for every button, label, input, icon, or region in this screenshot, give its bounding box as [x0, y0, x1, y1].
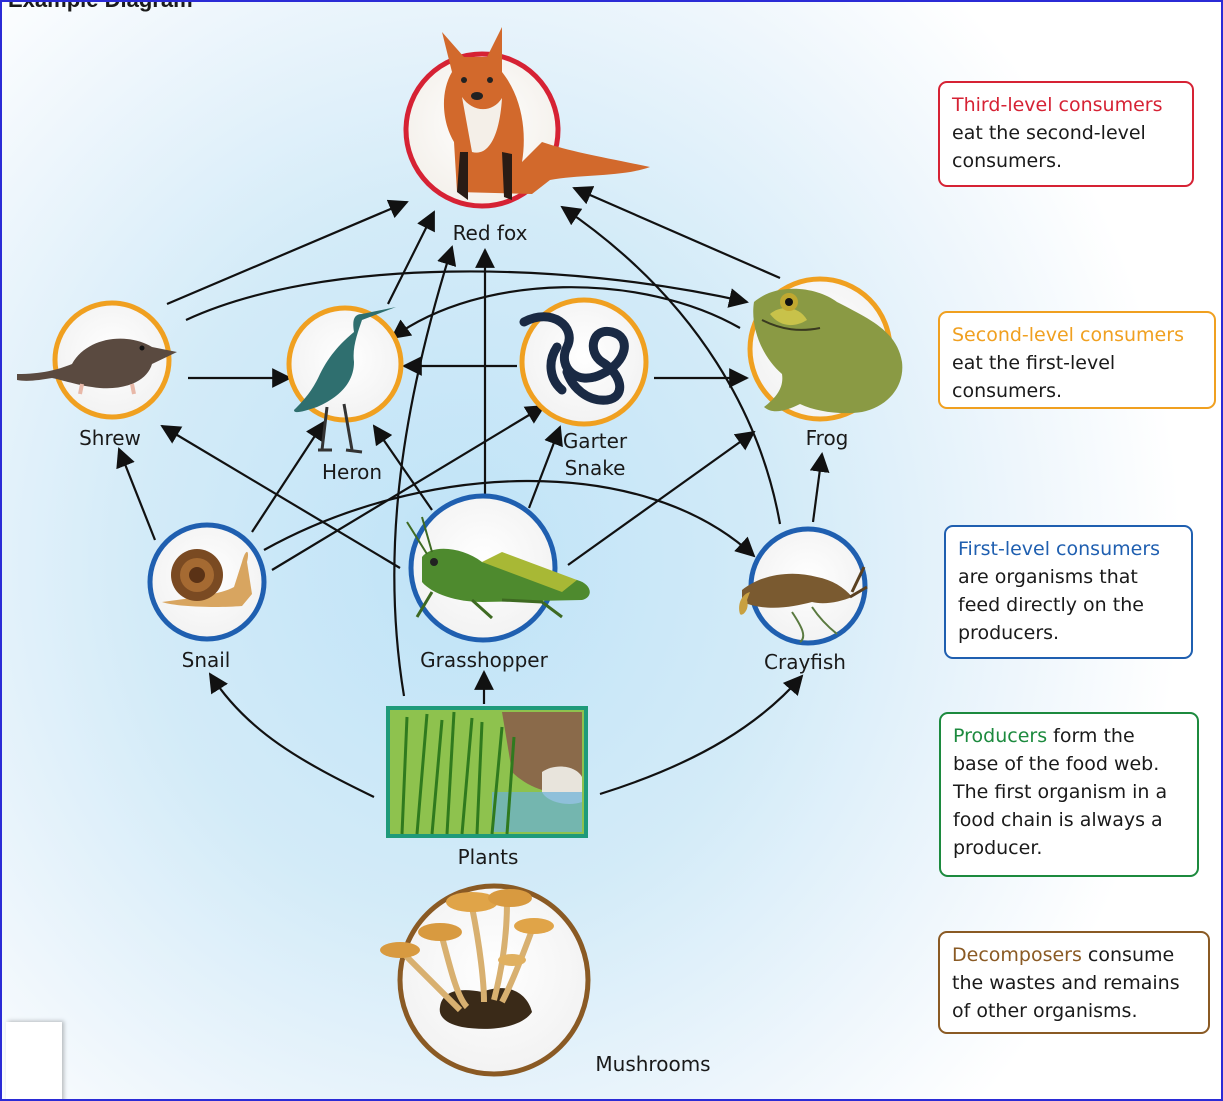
arrow-grasshopper-to-heron — [372, 424, 433, 511]
label-snail: Snail — [181, 648, 231, 672]
arrow-shrew-to-fox — [166, 199, 409, 306]
grasshopper-icon — [406, 516, 590, 620]
grasshopper-node — [406, 493, 590, 643]
legend-first-level-line3: producers. — [958, 622, 1060, 644]
garter-snake-node — [519, 297, 649, 427]
arrow-snail-to-snake — [271, 404, 546, 571]
legend-second-level-line2: consumers. — [952, 380, 1063, 402]
arrow-plants-to-crayfish — [599, 674, 804, 796]
arrow-grasshopper-to-snake — [527, 425, 563, 509]
label-garter-snake: Garter Snake — [550, 428, 640, 482]
label-garter-line1: Garter — [562, 429, 628, 453]
garter-snake-icon — [519, 312, 629, 405]
legend-first-level-line2: feed directly on the — [958, 594, 1144, 616]
label-red-fox: Red fox — [452, 221, 528, 245]
legend-decomposers-line1: the wastes and remains — [952, 972, 1180, 994]
heron-node — [286, 305, 404, 454]
feeding-arrows — [116, 186, 830, 798]
legend-decomposers-line0: consume — [1081, 944, 1175, 966]
legend-producers: Producers form the base of the food web.… — [939, 712, 1199, 877]
legend-third-level-term: Third-level consumers — [952, 94, 1163, 116]
label-plants: Plants — [457, 845, 519, 869]
arrow-grasshopper-to-frog — [567, 430, 756, 566]
label-crayfish: Crayfish — [764, 650, 846, 674]
mushrooms-icon — [380, 889, 554, 1029]
red-fox-node — [403, 27, 650, 209]
crayfish-icon — [739, 566, 868, 643]
arrow-heron-to-fox — [387, 210, 435, 305]
label-frog: Frog — [805, 426, 849, 450]
arrow-snail-to-heron — [251, 420, 326, 533]
label-heron: Heron — [321, 460, 383, 484]
legend-producers-line4: producer. — [953, 837, 1043, 859]
shrew-icon — [17, 338, 177, 395]
legend-first-level-term: First-level consumers — [958, 538, 1161, 560]
arrow-shrew-to-frog — [185, 270, 749, 321]
legend-producers-line0: form the — [1047, 725, 1135, 747]
label-garter-line2: Snake — [564, 456, 626, 480]
arrow-plants-to-fox — [393, 245, 457, 697]
mushrooms-node — [380, 883, 591, 1077]
label-mushrooms: Mushrooms — [595, 1052, 711, 1076]
arrow-plants-to-snail — [208, 672, 375, 798]
arrow-grasshopper-to-shrew — [160, 424, 401, 569]
legend-second-level: Second-level consumers eat the first-lev… — [938, 311, 1216, 409]
frog-icon — [753, 288, 903, 414]
legend-third-level-line1: eat the second-level — [952, 122, 1146, 144]
legend-third-level-line2: consumers. — [952, 150, 1063, 172]
snail-node — [147, 522, 267, 642]
arrow-crayfish-to-frog — [809, 452, 830, 523]
arrow-snail-to-shrew — [116, 447, 157, 541]
snail-icon — [162, 549, 252, 607]
diagram-caption: Example Diagram — [8, 2, 193, 13]
plants-node — [386, 706, 588, 838]
legend-first-level: First-level consumers are organisms that… — [944, 525, 1193, 659]
legend-second-level-term: Second-level consumers — [952, 324, 1184, 346]
legend-decomposers: Decomposers consume the wastes and remai… — [938, 931, 1210, 1034]
label-grasshopper: Grasshopper — [420, 648, 548, 672]
paper-corner-decoration — [6, 1022, 62, 1099]
legend-producers-line2: The first organism in a — [953, 781, 1168, 803]
legend-producers-term: Producers — [953, 725, 1048, 747]
legend-decomposers-line2: of other organisms. — [952, 1000, 1138, 1022]
plants-icon — [390, 710, 584, 835]
arrow-snail-to-crayfish — [263, 479, 756, 558]
legend-producers-line1: base of the food web. — [953, 753, 1160, 775]
legend-producers-line3: food chain is always a — [953, 809, 1163, 831]
heron-icon — [294, 307, 396, 454]
arrow-crayfish-to-fox — [560, 205, 782, 525]
label-shrew: Shrew — [79, 426, 141, 450]
arrow-frog-to-fox — [572, 186, 781, 280]
legend-second-level-line1: eat the first-level — [952, 352, 1116, 374]
legend-decomposers-term: Decomposers — [952, 944, 1082, 966]
arrow-frog-to-heron — [390, 286, 741, 340]
shrew-node — [17, 300, 177, 420]
frog-node — [747, 276, 903, 422]
crayfish-node — [739, 526, 868, 646]
legend-first-level-line1: are organisms that — [958, 566, 1138, 588]
red-fox-icon — [442, 27, 650, 200]
legend-third-level: Third-level consumers eat the second-lev… — [938, 81, 1194, 187]
